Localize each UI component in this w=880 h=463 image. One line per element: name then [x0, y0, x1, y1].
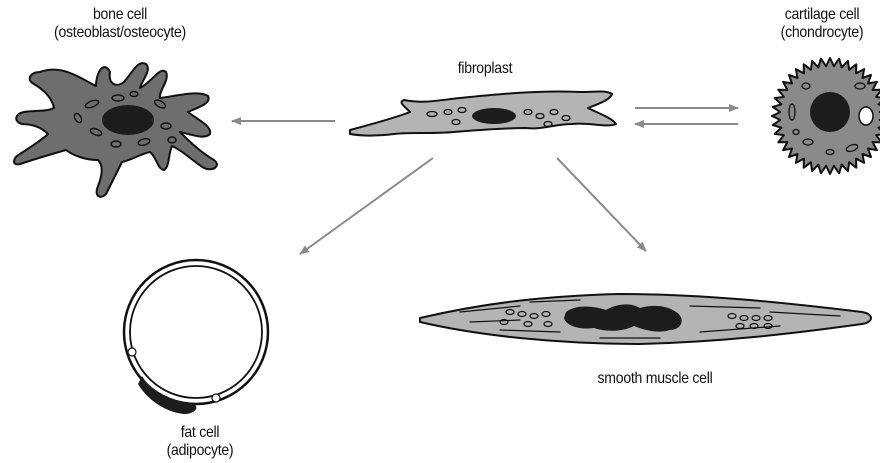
smooth-muscle-nucleus — [564, 304, 682, 331]
fat-cell — [124, 260, 268, 414]
bone-cell — [14, 63, 217, 197]
cartilage-cell — [772, 58, 880, 174]
cartilage-cell-label-line1: cartilage cell — [771, 6, 873, 24]
arrow-to-smooth-muscle-cell — [557, 158, 646, 251]
smooth-muscle-cell — [420, 294, 871, 344]
cartilage-cell-vacuole — [859, 107, 873, 125]
fibroblast-nucleus — [472, 108, 516, 124]
bone-cell-label-line1: bone cell — [23, 6, 217, 24]
fat-cell-inclusion — [212, 394, 220, 402]
smooth-muscle-cell-label-line1: smooth muscle cell — [571, 370, 738, 388]
cartilage-cell-nucleus — [810, 92, 850, 132]
fat-cell-label: fat cell (adipocyte) — [147, 424, 253, 460]
fat-cell-lipid-droplet — [130, 266, 262, 398]
bone-cell-nucleus — [102, 105, 154, 135]
cartilage-cell-label: cartilage cell (chondrocyte) — [771, 6, 873, 42]
bone-cell-label: bone cell (osteoblast/osteocyte) — [23, 6, 217, 42]
cartilage-cell-label-line2: (chondrocyte) — [771, 24, 873, 42]
fibroblast-label: fibroplast — [437, 60, 534, 78]
arrow-to-fat-cell — [300, 158, 433, 254]
fat-cell-label-line2: (adipocyte) — [147, 442, 253, 460]
fat-cell-label-line1: fat cell — [147, 424, 253, 442]
smooth-muscle-cell-label: smooth muscle cell — [571, 370, 738, 388]
bone-cell-label-line2: (osteoblast/osteocyte) — [23, 24, 217, 42]
fibroblast-cell — [350, 91, 616, 135]
fat-cell-inclusion — [128, 348, 136, 356]
